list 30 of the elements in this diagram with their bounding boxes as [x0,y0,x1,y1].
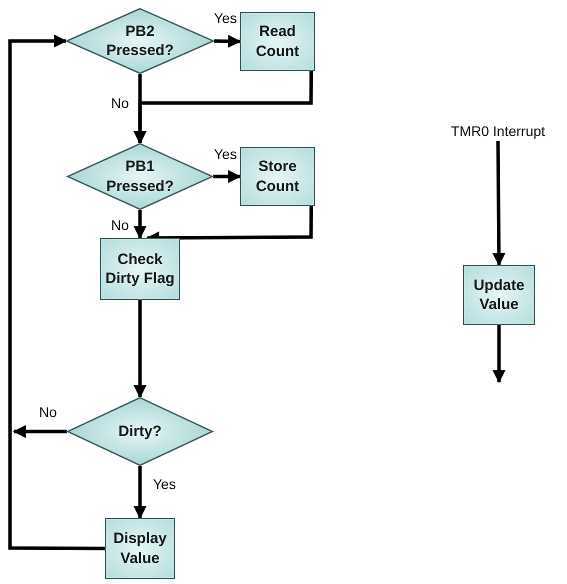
process-box [463,265,535,325]
box-label: Check Dirty Flag [104,250,176,288]
arrow [8,34,105,550]
box-label: Display Value [112,529,168,568]
event-label: TMR0 Interrupt [430,121,566,141]
decision-label: Dirty? [118,422,162,442]
box-label: Update Value [472,276,526,314]
edge-label: Yes [152,476,177,492]
edge-label: No [110,95,130,111]
decision-label: PB2 Pressed? [105,22,175,60]
box-label: Read Count [254,22,300,61]
decision-label: PB1 Pressed? [105,157,175,196]
arrow [134,210,146,240]
arrow [214,34,242,48]
process-box [105,518,175,579]
process-box [240,147,315,206]
box-label: Store Count [254,157,300,196]
process-box [100,238,180,300]
arrow [134,70,313,144]
edge-label: No [38,404,58,420]
arrow [134,466,146,520]
edge-label: Yes [213,10,238,26]
edge-label: No [110,217,130,233]
arrow [134,300,146,398]
arrow [213,170,242,183]
arrow [492,140,506,266]
arrow [12,425,67,438]
process-box [240,12,315,71]
arrow [492,325,506,384]
edge-label: Yes [213,146,238,162]
